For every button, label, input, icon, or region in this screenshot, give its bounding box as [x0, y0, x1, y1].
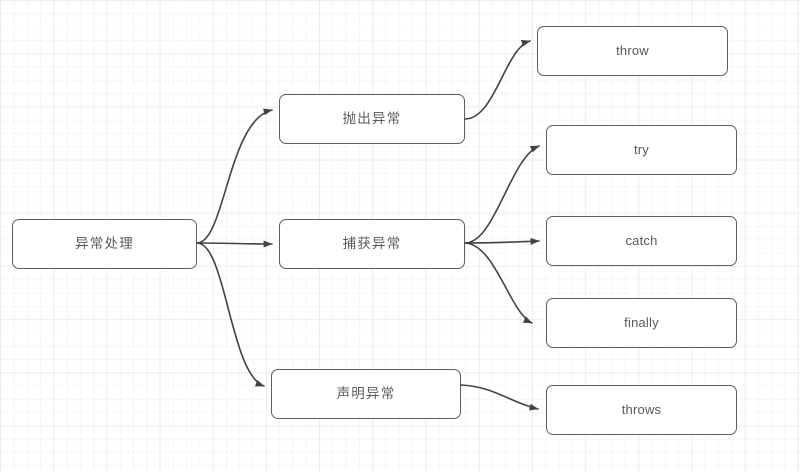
node-catch-exception[interactable]: 捕获异常: [279, 219, 465, 269]
node-root-label: 异常处理: [75, 235, 134, 251]
node-throw-exception-label: 抛出异常: [342, 110, 402, 126]
node-root[interactable]: 异常处理: [12, 219, 197, 269]
node-catch-keyword[interactable]: catch: [546, 216, 737, 266]
edge-catch-exception-to-catch-keyword: [464, 237, 540, 245]
node-catch-keyword-label: catch: [625, 233, 658, 249]
edge-catch-exception-to-try-keyword: [464, 145, 540, 244]
node-declare-exception[interactable]: 声明异常: [271, 369, 461, 419]
edge-declare-exception-to-throws-keyword: [460, 384, 539, 411]
node-catch-exception-label: 捕获异常: [342, 235, 402, 251]
node-throw-exception[interactable]: 抛出异常: [279, 94, 465, 144]
node-declare-exception-label: 声明异常: [336, 385, 396, 401]
node-throws-keyword-label: throws: [621, 402, 662, 418]
node-throws-keyword[interactable]: throws: [546, 385, 737, 435]
node-throw-keyword-label: throw: [616, 43, 649, 59]
node-finally-keyword[interactable]: finally: [546, 298, 737, 348]
edge-root-to-throw-exception: [196, 108, 273, 244]
node-finally-keyword-label: finally: [624, 315, 659, 331]
node-try-keyword-label: try: [633, 142, 650, 158]
node-throw-keyword[interactable]: throw: [537, 26, 728, 76]
edge-throw-exception-to-throw-keyword: [464, 39, 531, 120]
edge-root-to-catch-exception: [196, 240, 273, 248]
edge-root-to-declare-exception: [196, 242, 265, 387]
node-try-keyword[interactable]: try: [546, 125, 737, 175]
edge-catch-exception-to-finally-keyword: [464, 242, 533, 324]
